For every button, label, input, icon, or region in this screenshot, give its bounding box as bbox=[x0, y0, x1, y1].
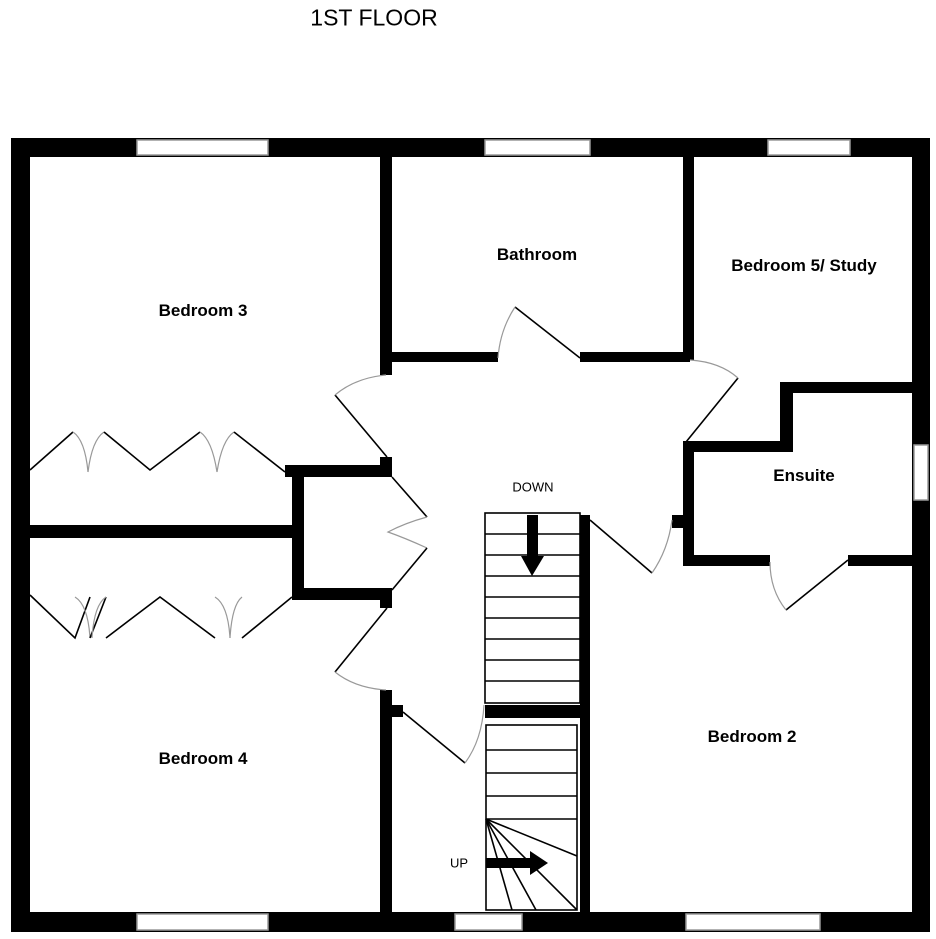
room-label-bedroom-2: Bedroom 2 bbox=[707, 727, 797, 746]
up-arrow-icon bbox=[486, 851, 548, 875]
room-label-bedroom-4: Bedroom 4 bbox=[158, 749, 248, 768]
room-label-ensuite: Ensuite bbox=[773, 466, 835, 485]
stairs-down-label: DOWN bbox=[512, 479, 554, 495]
staircase bbox=[484, 512, 581, 911]
doors bbox=[29, 306, 849, 764]
stairs-up-label: UP bbox=[449, 855, 469, 871]
floor-title: 1ST FLOOR bbox=[310, 4, 438, 31]
room-label-bathroom: Bathroom bbox=[496, 245, 578, 264]
room-label-bedroom-3: Bedroom 3 bbox=[158, 301, 248, 320]
room-label-bedroom-5: Bedroom 5/ Study bbox=[731, 256, 877, 275]
down-arrow-icon bbox=[521, 515, 544, 576]
windows bbox=[136, 139, 929, 931]
